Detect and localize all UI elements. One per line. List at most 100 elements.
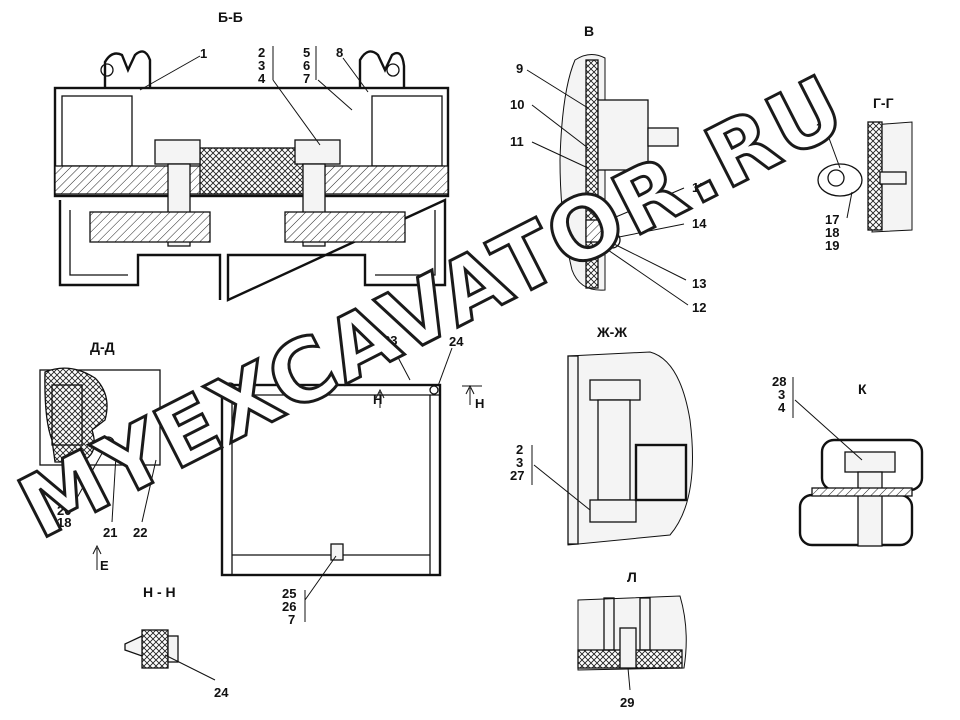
v-leader-11	[531, 141, 589, 169]
callout-4: 4	[258, 71, 266, 86]
k-lower-tube	[798, 493, 914, 547]
gg-leader-171819	[846, 191, 853, 219]
detail-view-k: К 28 3 4	[772, 374, 924, 547]
callout-10: 10	[510, 97, 524, 112]
bb-leader-234	[272, 46, 321, 146]
v-lower-clip	[585, 219, 605, 243]
callout-7-e: 7	[288, 612, 295, 627]
bb-leader-8	[342, 57, 369, 93]
e-top-hinge	[224, 382, 236, 394]
callout-18: 18	[825, 225, 839, 240]
nn-rivet-head	[167, 635, 179, 663]
callout-8: 8	[336, 45, 343, 60]
zhzh-wall	[567, 355, 579, 545]
bb-leader-1	[139, 55, 201, 91]
gg-leader-16	[825, 129, 841, 169]
callout-19: 19	[825, 238, 839, 253]
detail-view-l: Л 29	[577, 569, 687, 710]
view-title-bb: Б-Б	[218, 9, 243, 25]
bb-right-chamber	[371, 95, 443, 167]
callout-17: 17	[825, 212, 839, 227]
e-section-arrow-h1	[375, 388, 385, 408]
section-view-gg: Г-Г 16 17 18 19	[816, 95, 913, 253]
callout-4-k: 4	[778, 400, 786, 415]
dd-seal-profile	[44, 367, 108, 463]
v-lower-bolt	[603, 231, 621, 249]
bb-lower-right-block	[284, 211, 406, 243]
v-leader-10	[531, 104, 589, 149]
e-leader-23	[391, 345, 411, 381]
e-latch	[330, 543, 344, 561]
view-e-door: Е 23 24 Н Н 25 26 7	[220, 333, 484, 627]
dd-pin	[101, 436, 115, 450]
callout-12: 12	[692, 300, 706, 315]
view-title-zhzh: Ж-Ж	[596, 324, 627, 340]
callout-1: 1	[200, 46, 207, 61]
bb-left-seal-ring	[100, 63, 114, 77]
bb-outer-frame	[53, 86, 450, 198]
k-bolt-shank	[857, 471, 883, 547]
gg-seal-tube	[817, 163, 863, 197]
section-mark-h1: Н	[373, 392, 382, 407]
v-leader-12	[607, 249, 689, 306]
dd-view-arrow-e	[92, 544, 102, 570]
section-mark-h2: Н	[475, 396, 484, 411]
l-wall-left	[603, 597, 615, 651]
view-title-nn: Н - Н	[143, 584, 176, 600]
callout-16: 16	[816, 120, 830, 135]
v-leader-15	[603, 187, 685, 223]
view-title-dd: Д-Д	[90, 339, 115, 355]
detail-view-v: В 9 10 11 15 14 13 12	[510, 23, 707, 315]
section-view-nn: Н - Н 24	[124, 584, 229, 700]
callout-11: 11	[510, 134, 524, 149]
bb-left-bolt-head	[154, 139, 201, 165]
nn-rivet-tip	[124, 634, 143, 657]
v-hinge-pin	[647, 127, 679, 147]
callout-27: 27	[510, 468, 524, 483]
dd-leader-22	[141, 459, 157, 523]
v-leader-9	[526, 69, 589, 109]
bb-left-seal	[103, 50, 152, 88]
callout-15: 15	[692, 180, 706, 195]
callout-3-k: 3	[778, 387, 785, 402]
bb-center-pad	[199, 147, 311, 195]
e-leader-25267	[304, 555, 337, 622]
callout-28: 28	[772, 374, 786, 389]
callout-7: 7	[303, 71, 310, 86]
callout-29: 29	[620, 695, 634, 710]
zhzh-bolt-head	[589, 379, 641, 401]
dd-inner-channel	[51, 384, 83, 446]
dd-leader-21	[111, 454, 117, 523]
e-leader-24	[437, 347, 453, 387]
callout-13: 13	[692, 276, 706, 291]
view-title-e: Е	[370, 337, 379, 353]
gg-seal-core	[827, 169, 845, 187]
e-door-frame	[220, 383, 442, 577]
l-leader-29	[627, 667, 631, 691]
callout-2: 2	[258, 45, 265, 60]
e-top-clip	[429, 385, 439, 395]
callout-20: 20	[57, 503, 71, 518]
k-washer-plate	[811, 487, 913, 497]
bb-left-chamber	[61, 95, 133, 167]
callout-24: 24	[449, 334, 464, 349]
l-wall-right	[639, 597, 651, 651]
bb-leader-567	[315, 46, 353, 111]
callout-2-zhzh: 2	[516, 442, 523, 457]
callout-3: 3	[258, 58, 265, 73]
callout-26: 26	[282, 599, 296, 614]
zhzh-nut	[589, 499, 637, 523]
callout-25: 25	[282, 586, 296, 601]
bb-right-seal-ring	[386, 63, 400, 77]
v-leader-14	[613, 223, 685, 239]
callout-3-zhzh: 3	[516, 455, 523, 470]
section-view-dd: Д-Д 20 18 21 22 Е	[39, 339, 161, 573]
callout-21: 21	[103, 525, 117, 540]
callout-14: 14	[692, 216, 707, 231]
view-title-gg: Г-Г	[873, 95, 894, 111]
e-section-arrow-h2	[462, 384, 482, 405]
bb-lower-left-block	[89, 211, 211, 243]
view-title-v: В	[584, 23, 594, 39]
dd-frame	[39, 369, 161, 466]
